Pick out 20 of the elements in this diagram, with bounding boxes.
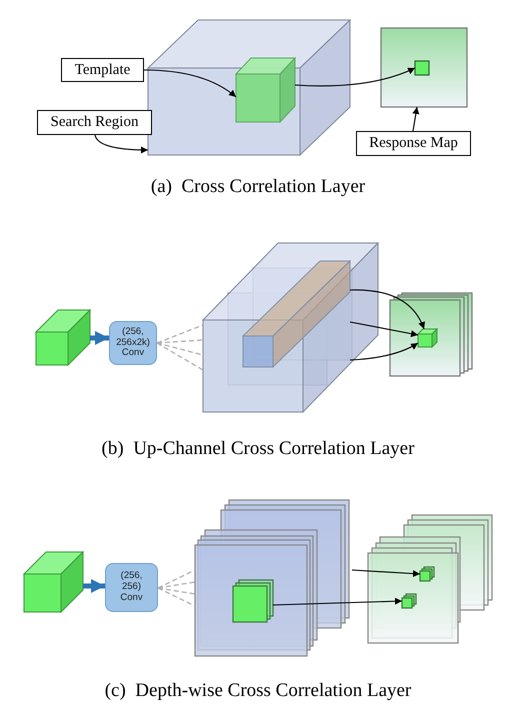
label-box: Response Map xyxy=(356,131,471,156)
dashed-line xyxy=(157,569,196,607)
label-box: Search Region xyxy=(37,110,152,135)
arrow xyxy=(412,106,420,132)
conv-box: (256, 256x2k) Conv xyxy=(109,321,157,365)
arrow xyxy=(83,579,105,593)
caption: (c) Depth-wise Cross Correlation Layer xyxy=(104,680,412,702)
caption: (a) Cross Correlation Layer xyxy=(150,176,366,198)
dashed-line xyxy=(156,324,204,371)
arrow xyxy=(90,331,109,345)
arrow xyxy=(350,321,418,338)
conv-box: (256, 256) Conv xyxy=(105,563,158,612)
arrow xyxy=(94,134,148,154)
arrow xyxy=(272,598,402,606)
arrow xyxy=(352,569,420,578)
caption: (b) Up-Channel Cross Correlation Layer xyxy=(102,438,414,460)
arrow xyxy=(294,68,416,86)
arrow xyxy=(144,69,236,98)
label-box: Template xyxy=(61,58,144,82)
arrow xyxy=(350,289,425,330)
